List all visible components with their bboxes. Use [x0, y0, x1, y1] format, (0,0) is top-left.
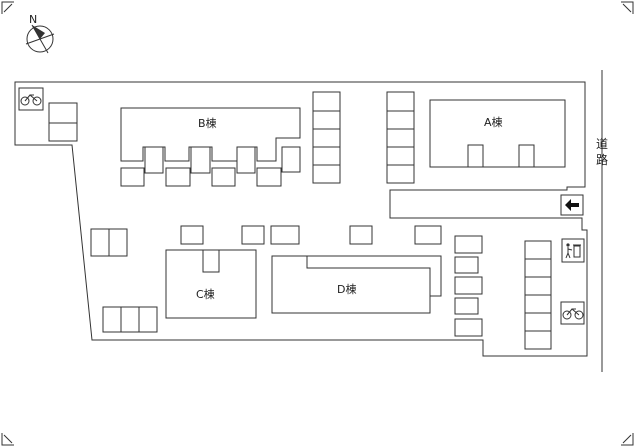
- building-a-porch: [467, 144, 484, 168]
- parking-space: [180, 225, 204, 245]
- parking-space: [312, 146, 341, 166]
- building-d-label: D棟: [337, 282, 356, 296]
- parking-space: [454, 297, 479, 315]
- road-label-1: 道: [596, 137, 608, 151]
- bicycle-icon: [20, 94, 42, 106]
- parking-space: [524, 276, 552, 296]
- parking-space: [165, 167, 191, 187]
- building-b-porch: [144, 146, 164, 174]
- corner-mark-bottom-left: [1, 433, 14, 446]
- parking-space: [138, 306, 158, 333]
- parking-row-middle: [180, 225, 442, 245]
- parking-space: [454, 235, 483, 254]
- parking-space: [270, 225, 300, 245]
- parking-space: [108, 228, 128, 257]
- building-b-porch: [281, 146, 301, 173]
- building-c-porch: [202, 249, 220, 273]
- parking-space: [102, 306, 122, 333]
- parking-space: [312, 128, 341, 148]
- parking-space: [454, 276, 483, 295]
- parking-space: [312, 164, 341, 184]
- site-boundary: [14, 81, 588, 357]
- building-a-porch: [518, 144, 535, 168]
- parking-space: [524, 240, 552, 260]
- parking-space: [90, 228, 110, 257]
- parking-column-right-middle: [454, 235, 483, 337]
- parking-space: [414, 225, 442, 245]
- building-d: D棟: [271, 255, 442, 314]
- parking-space: [524, 294, 552, 314]
- parking-space: [120, 167, 145, 187]
- parking-space: [349, 225, 373, 245]
- corner-mark-top-left: [1, 1, 14, 14]
- trash-bin-icon: [565, 243, 581, 259]
- parking-space: [312, 110, 341, 130]
- trash-station: [561, 238, 585, 263]
- parking-block-bottom-left: [102, 306, 158, 333]
- parking-column-center-1: [312, 91, 341, 184]
- parking-space: [386, 146, 415, 166]
- parking-space: [48, 122, 78, 142]
- parking-space: [454, 256, 479, 274]
- left-arrow-icon: [565, 199, 579, 211]
- building-b-label: B棟: [198, 116, 217, 130]
- building-a-label: A棟: [484, 115, 503, 129]
- parking-row-below-b: [120, 167, 282, 187]
- building-c-label: C棟: [196, 287, 215, 301]
- parking-space: [524, 330, 552, 350]
- parking-space: [48, 102, 78, 124]
- corner-mark-bottom-right: [621, 433, 634, 446]
- parking-space: [386, 128, 415, 148]
- road-label-2: 路: [596, 152, 608, 167]
- parking-space: [524, 258, 552, 278]
- entrance-arrow: [560, 194, 584, 216]
- parking-block-top-left: [48, 102, 78, 142]
- bicycle-parking-right: [560, 301, 585, 325]
- parking-space: [386, 91, 415, 112]
- building-c: C棟: [165, 249, 257, 319]
- parking-column-center-2: [386, 91, 415, 184]
- building-a: A棟: [429, 99, 566, 168]
- compass-letter: N: [29, 13, 37, 26]
- parking-space: [312, 91, 341, 112]
- parking-column-right: [524, 240, 552, 350]
- bicycle-icon: [562, 308, 584, 320]
- bicycle-parking-top-left: [18, 87, 44, 111]
- parking-space: [386, 110, 415, 130]
- parking-space: [256, 167, 282, 187]
- parking-space: [454, 318, 483, 337]
- corner-mark-top-right: [621, 1, 634, 14]
- parking-space: [524, 312, 552, 332]
- parking-block-left: [90, 228, 128, 257]
- building-b: B棟: [120, 107, 301, 174]
- building-b-porch: [190, 146, 211, 174]
- parking-space: [241, 225, 265, 245]
- parking-space: [386, 164, 415, 184]
- parking-space: [120, 306, 140, 333]
- compass-icon: N: [25, 13, 55, 54]
- building-b-porch: [236, 146, 256, 174]
- parking-space: [211, 167, 236, 187]
